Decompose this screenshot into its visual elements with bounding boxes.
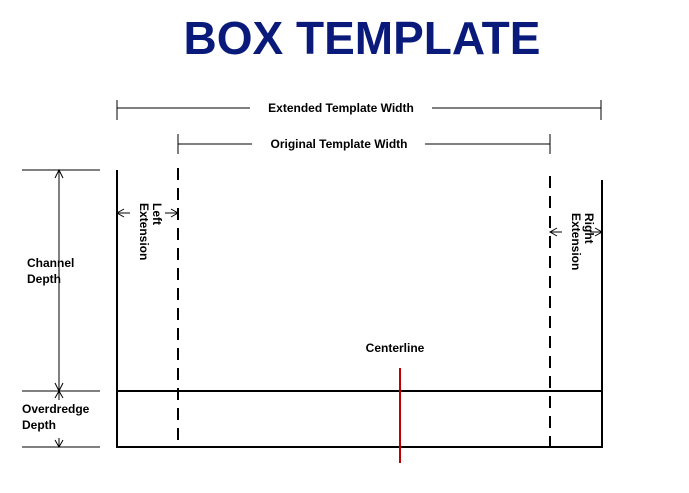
channel-depth-dimension xyxy=(22,168,100,393)
centerline-label: Centerline xyxy=(366,341,425,355)
overdredge-depth-label-line1: Overdredge xyxy=(22,402,90,416)
right-extension-label-line2: Extension xyxy=(569,213,583,270)
right-extension-label-line1: Right xyxy=(582,213,596,244)
channel-depth-label-line1: Channel xyxy=(27,256,74,270)
extended-width-dimension xyxy=(116,100,602,120)
original-width-dimension xyxy=(177,134,551,154)
left-extension-label-line2: Extension xyxy=(137,203,151,260)
left-extension-label-line1: Left xyxy=(150,203,164,225)
diagram-title: BOX TEMPLATE xyxy=(184,12,541,64)
overdredge-depth-label-line2: Depth xyxy=(22,418,56,432)
extended-width-label: Extended Template Width xyxy=(268,101,414,115)
overdredge-depth-dimension xyxy=(22,389,100,449)
channel-depth-label-line2: Depth xyxy=(27,272,61,286)
original-width-label: Original Template Width xyxy=(270,137,407,151)
right-extension-arrows xyxy=(548,227,604,237)
left-extension-arrows xyxy=(115,208,180,218)
